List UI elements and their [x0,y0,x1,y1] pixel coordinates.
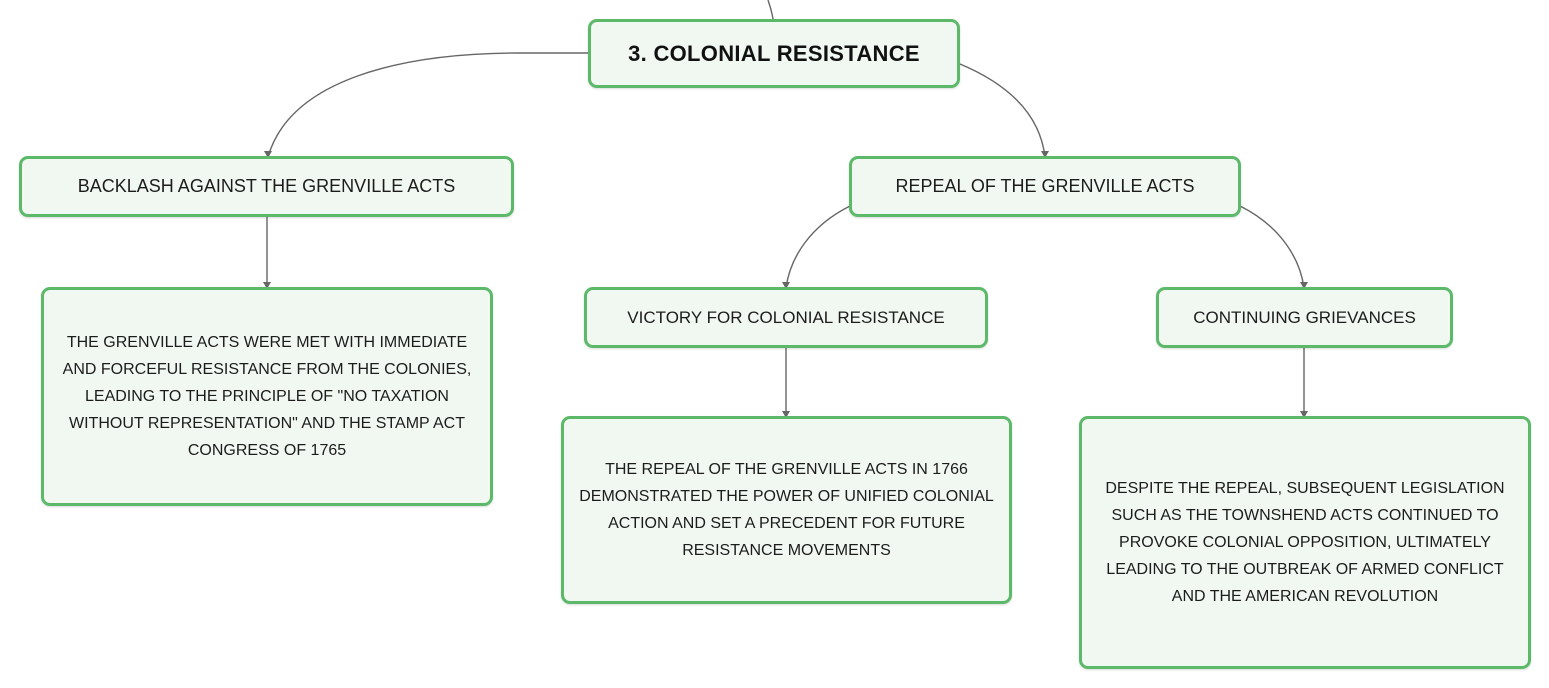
victory-node[interactable]: VICTORY FOR COLONIAL RESISTANCE [584,287,988,348]
backlash-detail-text: THE GRENVILLE ACTS WERE MET WITH IMMEDIA… [62,334,472,459]
arrowhead-backlash-detail [263,282,271,289]
arrowhead-victory-detail [782,411,790,418]
grievances-node-label: CONTINUING GRIEVANCES [1193,307,1416,327]
repeal-node[interactable]: REPEAL OF THE GRENVILLE ACTS [849,156,1241,217]
backlash-detail-node[interactable]: THE GRENVILLE ACTS WERE MET WITH IMMEDIA… [41,287,493,506]
arrowhead-victory [782,282,790,289]
connector-incoming-root [767,0,774,20]
victory-detail-node[interactable]: THE REPEAL OF THE GRENVILLE ACTS IN 1766… [561,416,1012,604]
arrowhead-backlash [264,151,272,158]
connector-root-to-backlash [267,52,590,158]
victory-node-label: VICTORY FOR COLONIAL RESISTANCE [627,307,945,327]
arrowhead-repeal [1041,151,1049,158]
grievances-detail-node[interactable]: DESPITE THE REPEAL, SUBSEQUENT LEGISLATI… [1079,416,1531,669]
connector-repeal-to-victory [785,205,851,289]
arrowhead-grievances [1300,282,1308,289]
repeal-node-label: REPEAL OF THE GRENVILLE ACTS [895,176,1195,196]
backlash-node-label: BACKLASH AGAINST THE GRENVILLE ACTS [77,176,456,196]
root-node-label: 3. COLONIAL RESISTANCE [628,40,920,66]
root-node[interactable]: 3. COLONIAL RESISTANCE [588,19,960,88]
grievances-detail-text: DESPITE THE REPEAL, SUBSEQUENT LEGISLATI… [1105,480,1505,605]
backlash-node[interactable]: BACKLASH AGAINST THE GRENVILLE ACTS [19,156,514,217]
arrowhead-grievances-detail [1300,411,1308,418]
connector-root-to-repeal [959,63,1046,158]
grievances-node[interactable]: CONTINUING GRIEVANCES [1156,287,1453,348]
connector-repeal-to-grievances [1239,205,1305,289]
victory-detail-text: THE REPEAL OF THE GRENVILLE ACTS IN 1766… [579,461,994,559]
